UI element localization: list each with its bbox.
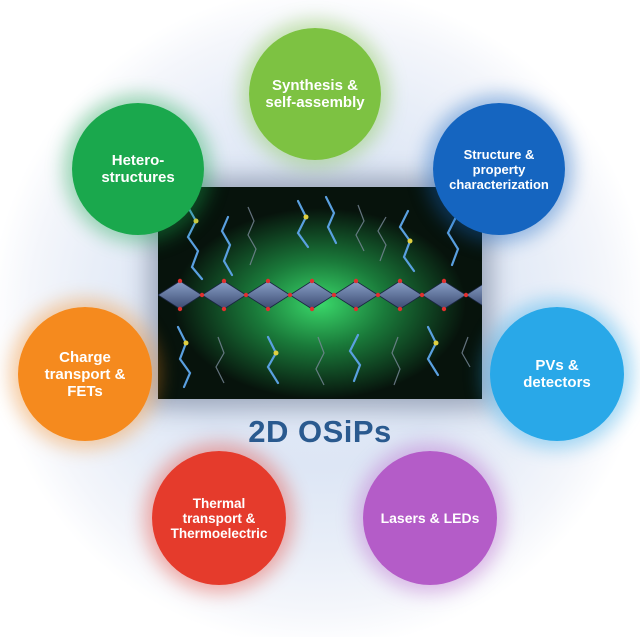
topic-lasers-leds-label: Lasers & LEDs (380, 510, 480, 526)
topic-pvs-detectors[interactable]: PVs & detectors (490, 307, 624, 441)
osip-crystal-structure-image (158, 187, 482, 399)
topic-synthesis-label: Synthesis & self-assembly (265, 77, 365, 111)
topic-charge-transport-label: Charge transport & FETs (44, 348, 126, 400)
topic-lasers-leds[interactable]: Lasers & LEDs (363, 451, 497, 585)
center-title: 2D OSiPs (248, 414, 392, 449)
topic-pvs-detectors-label: PVs & detectors (523, 357, 591, 391)
topic-synthesis[interactable]: Synthesis & self-assembly (249, 28, 381, 160)
topic-thermal-label: Thermal transport & Thermoelectric (170, 495, 268, 541)
topic-structure-label: Structure & property characterization (449, 146, 549, 192)
topic-charge-transport[interactable]: Charge transport & FETs (18, 307, 152, 441)
topic-heterostructures-label: Hetero- structures (101, 152, 175, 186)
topic-thermal[interactable]: Thermal transport & Thermoelectric (152, 451, 286, 585)
topic-structure[interactable]: Structure & property characterization (433, 103, 565, 235)
topic-heterostructures[interactable]: Hetero- structures (72, 103, 204, 235)
